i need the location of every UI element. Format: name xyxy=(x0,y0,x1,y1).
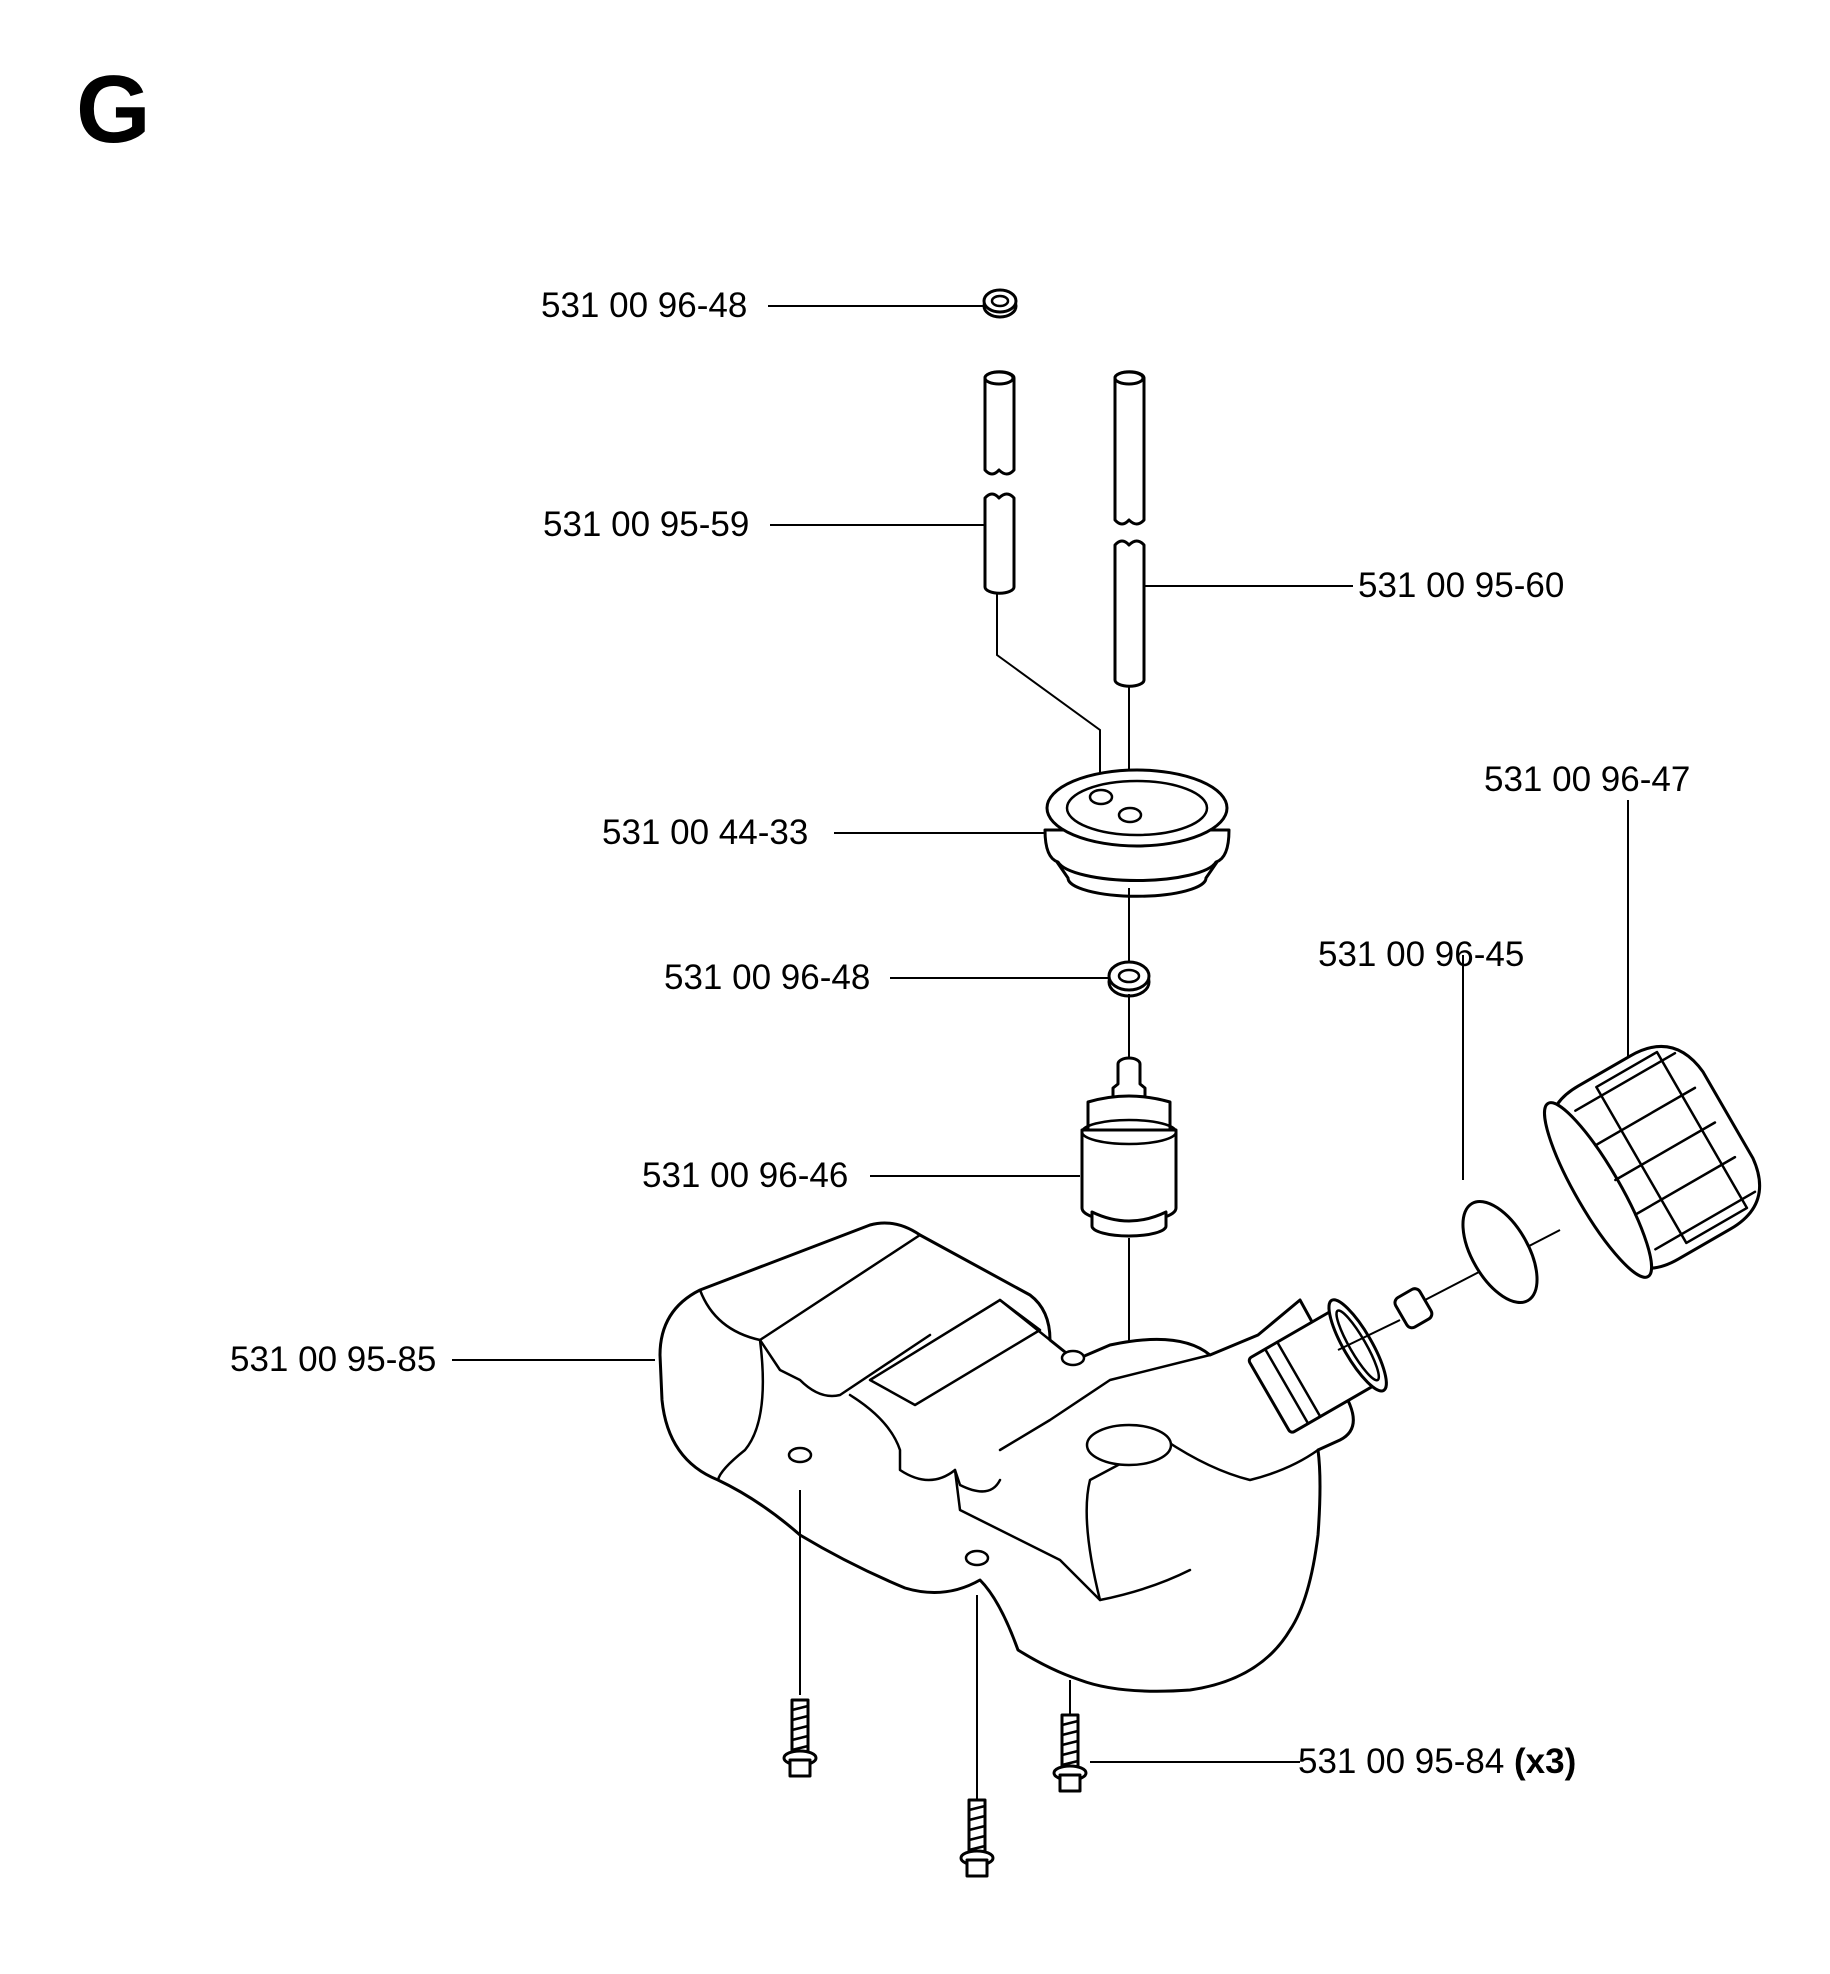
part-number: 531 00 96-46 xyxy=(642,1156,849,1195)
part-label-hose-right: 531 00 95-60 xyxy=(1358,568,1564,603)
leader-lines xyxy=(452,305,1629,1763)
part-label-gasket: 531 00 96-45 xyxy=(1318,937,1524,972)
part-number: 531 00 96-48 xyxy=(664,958,871,997)
part-label-screw: 531 00 95-84 (x3) xyxy=(1298,1744,1576,1779)
part-label-grommet: 531 00 44-33 xyxy=(602,815,808,850)
grommet-drawing xyxy=(1043,768,1231,962)
part-number: 531 00 44-33 xyxy=(602,813,809,852)
right-hose-drawing xyxy=(1113,370,1146,795)
part-number: 531 00 95-84 xyxy=(1298,1742,1505,1781)
gasket-drawing xyxy=(1461,1200,1539,1304)
part-number: 531 00 96-47 xyxy=(1484,760,1691,799)
fuel-tank-drawing xyxy=(658,1221,1388,1693)
part-quantity: (x3) xyxy=(1514,1742,1577,1781)
part-label-fuel-tank: 531 00 95-85 xyxy=(230,1342,436,1377)
part-label-seal-lower: 531 00 96-48 xyxy=(664,960,870,995)
screws-drawing xyxy=(782,1490,1088,1878)
part-number: 531 00 95-60 xyxy=(1358,566,1565,605)
part-label-fuel-filter: 531 00 96-46 xyxy=(642,1158,848,1193)
part-number: 531 00 96-45 xyxy=(1318,935,1525,974)
part-number: 531 00 95-85 xyxy=(230,1340,437,1379)
part-label-hose-left: 531 00 95-59 xyxy=(543,507,749,542)
left-hose-drawing xyxy=(983,370,1101,780)
part-number: 531 00 96-48 xyxy=(541,286,748,325)
seal-top-drawing xyxy=(982,288,1018,319)
part-label-cap: 531 00 96-47 xyxy=(1484,762,1690,797)
part-number: 531 00 95-59 xyxy=(543,505,750,544)
fuel-filter-drawing xyxy=(1080,1056,1178,1440)
part-label-seal-top: 531 00 96-48 xyxy=(541,288,747,323)
section-letter: G xyxy=(76,56,151,163)
cap-drawing xyxy=(1543,1044,1762,1279)
seal-lower-drawing xyxy=(1107,960,1151,1058)
